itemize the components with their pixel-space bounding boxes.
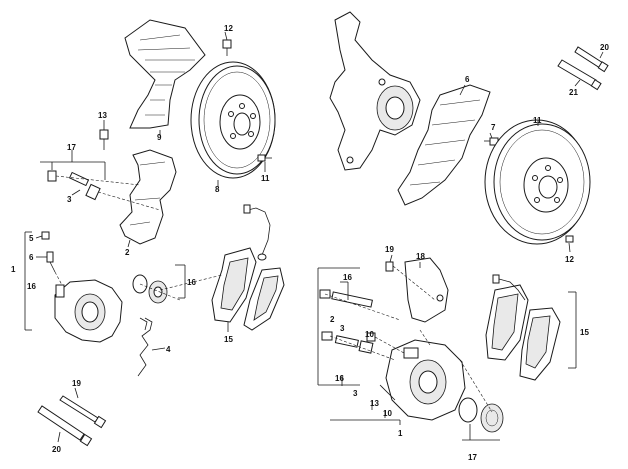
callout-2-left: 2	[125, 248, 130, 257]
brake-caliper-right	[385, 339, 466, 421]
callout-11-left: 11	[261, 174, 270, 183]
callout-labels: 12 9 8 11 13 17 3 2 5 6 1 16 16 4 15 19 …	[11, 24, 609, 462]
callout-13-right: 13	[370, 399, 379, 408]
splash-shield-right	[397, 84, 491, 206]
bolt-13	[99, 129, 109, 150]
brake-pads-right	[485, 284, 561, 381]
brake-disc-right	[484, 119, 591, 245]
wear-sensor-left	[243, 204, 271, 261]
callout-8-left: 8	[215, 185, 220, 194]
brake-pads-left	[211, 247, 285, 331]
leader-lines-left	[24, 31, 266, 443]
leader-lines-right	[317, 51, 604, 441]
piston-seal-left	[132, 274, 168, 304]
callout-17-left: 17	[67, 143, 76, 152]
callout-3-right: 3	[340, 324, 345, 333]
spring-clip-left	[137, 317, 153, 377]
guide-pin-set-left	[47, 170, 101, 201]
callout-7-right: 7	[491, 123, 496, 132]
callout-6-right: 6	[465, 75, 470, 84]
callout-1-right: 1	[398, 429, 403, 438]
callout-16-left-b: 16	[187, 278, 196, 287]
grease-tubes-right	[557, 46, 609, 91]
splash-shield-left	[124, 19, 206, 129]
brake-caliper-left	[54, 279, 123, 343]
bolt-12-left	[222, 39, 232, 56]
callout-15-left: 15	[224, 335, 233, 344]
callout-19-right: 19	[385, 245, 394, 254]
callout-19-left: 19	[72, 379, 81, 388]
callout-3-left: 3	[67, 195, 72, 204]
brake-disc-left	[190, 61, 276, 179]
screw-11-left	[257, 154, 272, 162]
screw-12-right	[565, 235, 574, 243]
callout-13-left: 13	[98, 111, 107, 120]
callout-10-right-a: 10	[365, 330, 374, 339]
callout-18-right: 18	[416, 252, 425, 261]
bleed-valve-left	[41, 231, 56, 273]
bolt-19-right	[385, 261, 394, 272]
callout-20-right: 20	[600, 43, 609, 52]
callout-1-left: 1	[11, 265, 16, 274]
callout-9-left: 9	[157, 133, 162, 142]
callout-15-right: 15	[580, 328, 589, 337]
callout-12-left: 12	[224, 24, 233, 33]
callout-21-right: 21	[569, 88, 578, 97]
callout-16-right-a: 16	[343, 273, 352, 282]
wear-sensor-right	[492, 274, 526, 301]
callout-11-right: 11	[533, 116, 542, 125]
callout-20-left: 20	[52, 445, 61, 454]
guide-pins-right	[319, 289, 376, 354]
grease-tubes-left	[37, 395, 107, 447]
callout-5-left: 5	[29, 234, 34, 243]
piston-seal-right	[458, 397, 504, 433]
steering-knuckle	[329, 11, 421, 171]
callout-6-left: 6	[29, 253, 34, 262]
callout-16-left-a: 16	[27, 282, 36, 291]
callout-17-right: 17	[468, 453, 477, 462]
callout-3-right-b: 3	[353, 389, 358, 398]
caliper-cover	[404, 257, 449, 323]
callout-16-right-b: 16	[335, 374, 344, 383]
callout-2-right: 2	[330, 315, 335, 324]
callout-10-right-b: 10	[383, 409, 392, 418]
callout-4-left: 4	[166, 345, 171, 354]
callout-12-right: 12	[565, 255, 574, 264]
caliper-carrier-left	[119, 149, 177, 245]
